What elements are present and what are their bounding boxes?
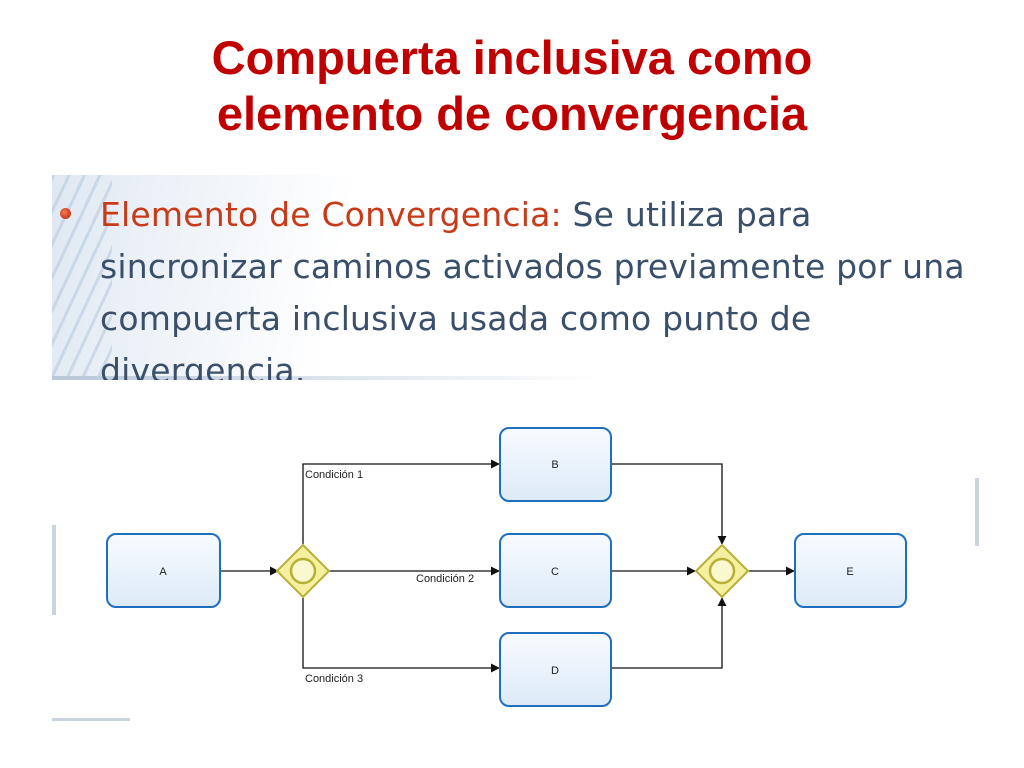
task-c: C <box>499 533 612 608</box>
flow-b-to-join <box>611 463 727 545</box>
diagram-edge-left <box>52 525 56 615</box>
condition-2-label: Condición 2 <box>416 573 474 585</box>
flow-d-to-join <box>611 597 727 669</box>
condition-1-label: Condición 1 <box>305 469 363 481</box>
task-c-label: C <box>551 566 559 578</box>
flow-split-to-b <box>302 459 500 544</box>
slide-title-line-2: elemento de convergencia <box>216 87 808 140</box>
panel-divider <box>52 376 972 380</box>
task-b-label: B <box>551 459 558 471</box>
flow-split-to-d <box>302 598 500 673</box>
task-d-label: D <box>551 665 559 677</box>
bullet-term: Elemento de Convergencia: <box>100 195 562 234</box>
diagram-edge-bottom <box>52 718 130 721</box>
task-a: A <box>106 533 221 608</box>
bullet-description: Se utiliza para sincronizar caminos acti… <box>100 195 965 380</box>
task-d: D <box>499 632 612 707</box>
diagram-edge-right <box>975 478 979 546</box>
bullet-panel: Elemento de Convergencia: Se utiliza par… <box>52 175 972 380</box>
slide-title: Compuerta inclusiva como elemento de con… <box>0 30 1024 142</box>
bullet-text: Elemento de Convergencia: Se utiliza par… <box>100 189 970 380</box>
bpmn-diagram: Condición 1 Condición 2 Condición 3 A B … <box>106 427 907 707</box>
task-e: E <box>794 533 907 608</box>
bullet-icon <box>60 208 71 219</box>
condition-3-label: Condición 3 <box>305 673 363 685</box>
inclusive-join-gateway-icon <box>694 543 750 599</box>
slide-title-line-1: Compuerta inclusiva como <box>211 31 813 84</box>
task-b: B <box>499 427 612 502</box>
task-a-label: A <box>159 566 167 578</box>
task-e-label: E <box>846 566 853 578</box>
inclusive-split-gateway-icon <box>275 543 331 599</box>
